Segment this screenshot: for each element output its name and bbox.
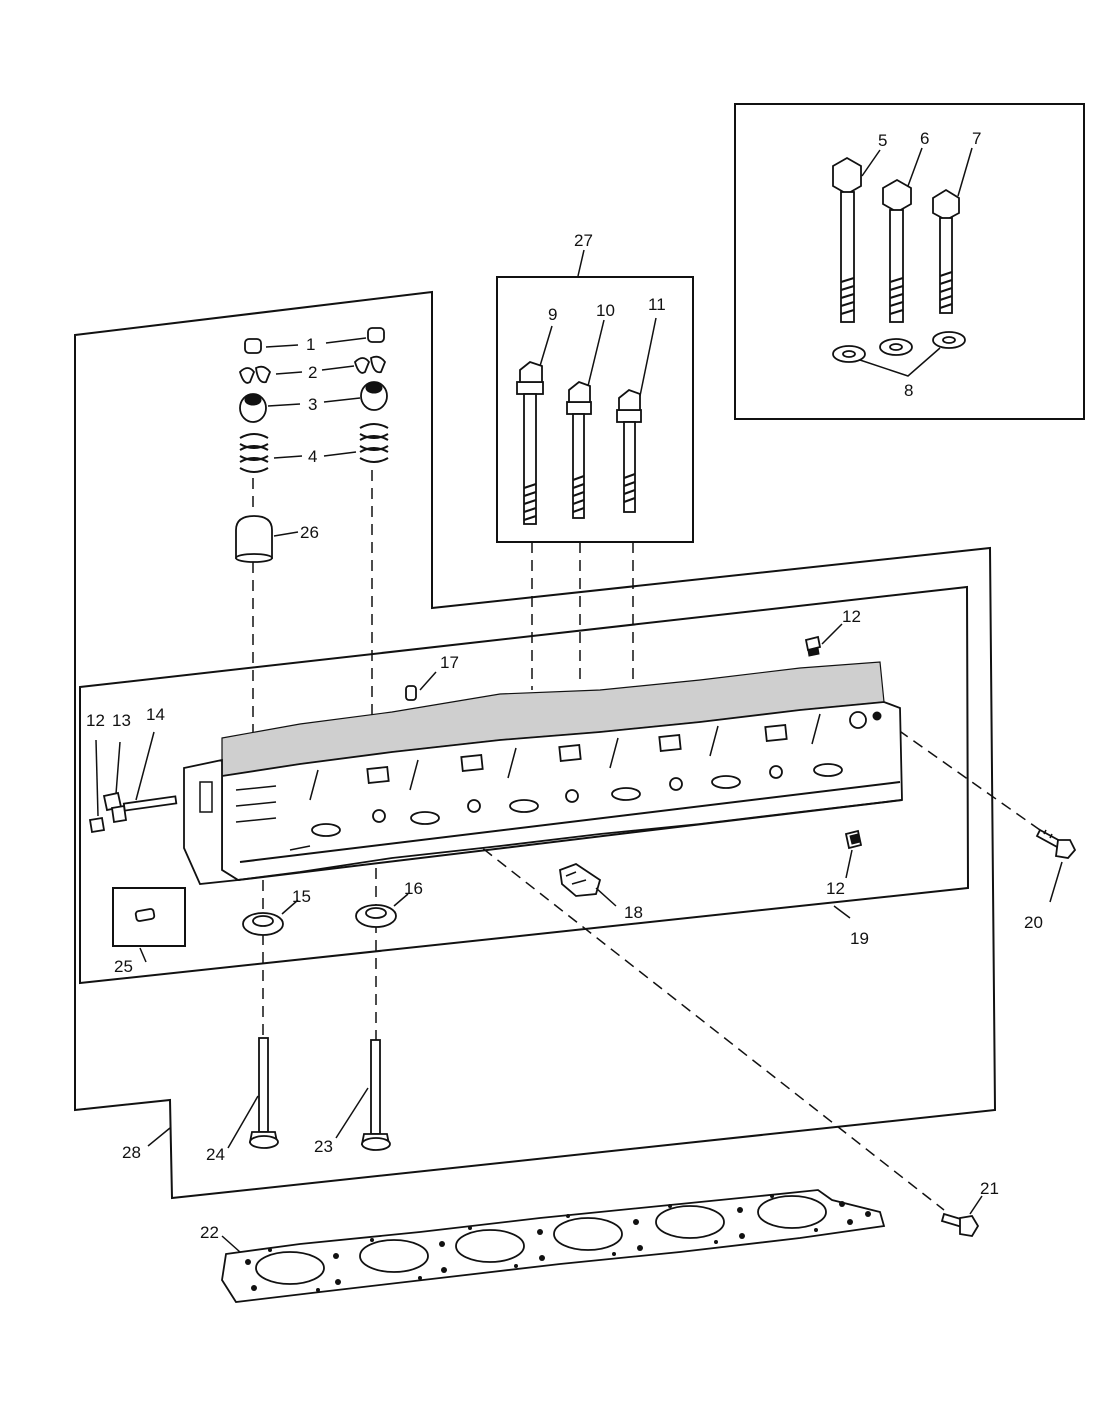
callout-8: 8 xyxy=(904,381,913,400)
leader-15 xyxy=(281,899,299,915)
bolt-6 xyxy=(882,178,912,323)
callout-28: 28 xyxy=(122,1143,141,1162)
leader-19 xyxy=(833,905,851,919)
leader-26 xyxy=(273,531,299,537)
callout-12-right: 12 xyxy=(826,879,845,898)
head-frame-19 xyxy=(79,585,970,985)
callout-15: 15 xyxy=(292,887,311,906)
inset-box-25 xyxy=(112,887,186,947)
outer-frame-28 xyxy=(74,290,997,1200)
leader-13 xyxy=(115,741,121,795)
dashline-bolt-21 xyxy=(369,759,945,1211)
leader-12-top xyxy=(821,623,843,645)
callout-22: 22 xyxy=(200,1223,219,1242)
plug-18 xyxy=(559,862,602,897)
leader-5 xyxy=(861,149,881,177)
valve-24 xyxy=(248,1037,279,1149)
callout-5: 5 xyxy=(878,131,887,150)
leader-4 xyxy=(273,451,357,459)
leader-12-right xyxy=(845,849,853,879)
callout-12-top: 12 xyxy=(842,607,861,626)
leader-9 xyxy=(539,325,553,367)
callout-9: 9 xyxy=(548,305,557,324)
leader-22 xyxy=(221,1235,241,1253)
leader-17 xyxy=(419,671,437,691)
leader-20 xyxy=(1049,861,1063,903)
callout-20: 20 xyxy=(1024,913,1043,932)
bolt-20 xyxy=(1035,828,1077,859)
bolt-5 xyxy=(832,156,862,323)
valve-23 xyxy=(360,1039,391,1151)
leader-25 xyxy=(139,947,147,963)
leader-18 xyxy=(595,887,617,907)
leader-7 xyxy=(957,147,973,197)
seal-16 xyxy=(355,904,397,928)
cylinder-head-19 xyxy=(183,661,903,885)
leader-14 xyxy=(135,731,155,801)
head-gasket-22 xyxy=(221,1189,886,1303)
leader-28 xyxy=(147,1127,171,1147)
callout-2: 2 xyxy=(308,363,317,382)
bolt-kit-box-5-8 xyxy=(734,103,1085,420)
leader-6 xyxy=(907,147,923,187)
bolt-21 xyxy=(940,1212,980,1237)
callout-21: 21 xyxy=(980,1179,999,1198)
leader-10 xyxy=(587,319,605,387)
valve-cap-1-right xyxy=(367,327,385,343)
callout-26: 26 xyxy=(300,523,319,542)
bolt-11 xyxy=(616,388,642,513)
dashline-bolt-20 xyxy=(883,719,1041,831)
leader-11 xyxy=(639,317,657,397)
pin-25 xyxy=(134,908,156,922)
washers-8 xyxy=(832,331,966,363)
valve-cap-1-left xyxy=(244,338,262,354)
callout-10: 10 xyxy=(596,301,615,320)
seal-15 xyxy=(242,912,284,936)
fitting-13 xyxy=(102,791,128,824)
seal-cup-26 xyxy=(235,515,273,563)
pin-17 xyxy=(405,685,417,701)
bolt-10 xyxy=(566,380,592,519)
callout-6: 6 xyxy=(920,129,929,148)
leader-12-left xyxy=(95,739,99,817)
callout-11: 11 xyxy=(648,295,666,314)
leader-21 xyxy=(969,1195,983,1215)
keepers-2 xyxy=(238,355,387,384)
bolt-kit-box-27 xyxy=(496,276,694,543)
callout-13: 13 xyxy=(112,711,131,730)
dashline-right-valve xyxy=(371,470,377,1040)
retainers-3 xyxy=(239,381,388,423)
leader-27 xyxy=(577,249,585,277)
callout-27: 27 xyxy=(574,231,593,250)
plug-12-left xyxy=(88,816,106,834)
leader-23 xyxy=(335,1087,369,1139)
pin-14 xyxy=(122,795,178,812)
callout-23: 23 xyxy=(314,1137,333,1156)
callout-24: 24 xyxy=(206,1145,225,1164)
leader-24 xyxy=(227,1095,259,1149)
callout-1: 1 xyxy=(306,335,315,354)
callout-12-left: 12 xyxy=(86,711,105,730)
leader-1 xyxy=(265,337,367,348)
callout-19: 19 xyxy=(850,929,869,948)
callout-16: 16 xyxy=(404,879,423,898)
leader-2 xyxy=(275,365,355,375)
leader-16 xyxy=(393,893,409,907)
callout-18: 18 xyxy=(624,903,643,922)
callout-14: 14 xyxy=(146,705,165,724)
callout-7: 7 xyxy=(972,129,981,148)
callout-4: 4 xyxy=(308,447,317,466)
leader-3 xyxy=(267,397,361,407)
bolt-7 xyxy=(932,188,960,314)
callout-17: 17 xyxy=(440,653,459,672)
leader-8 xyxy=(859,347,941,377)
callout-3: 3 xyxy=(308,395,317,414)
plug-12-top xyxy=(804,635,822,657)
springs-4 xyxy=(239,423,389,473)
plug-12-right xyxy=(844,829,863,850)
dashline-left-valve xyxy=(252,478,264,1040)
bolt-9 xyxy=(516,360,544,525)
callout-25: 25 xyxy=(114,957,133,976)
